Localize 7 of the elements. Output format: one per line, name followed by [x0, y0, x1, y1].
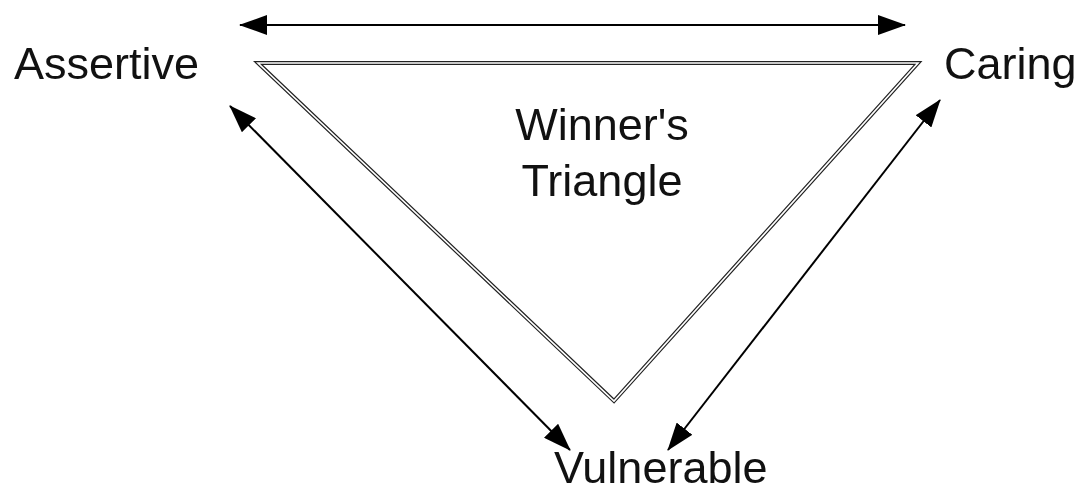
corner-label: Vulnerable [554, 441, 768, 495]
triangle-label: Winner's Triangle [514, 98, 690, 208]
corner-label: Caring [944, 37, 1077, 91]
double-headed-arrow [239, 15, 906, 35]
double-headed-arrow [229, 105, 571, 451]
double-headed-arrow [667, 99, 941, 451]
corner-label: Assertive [14, 37, 200, 91]
